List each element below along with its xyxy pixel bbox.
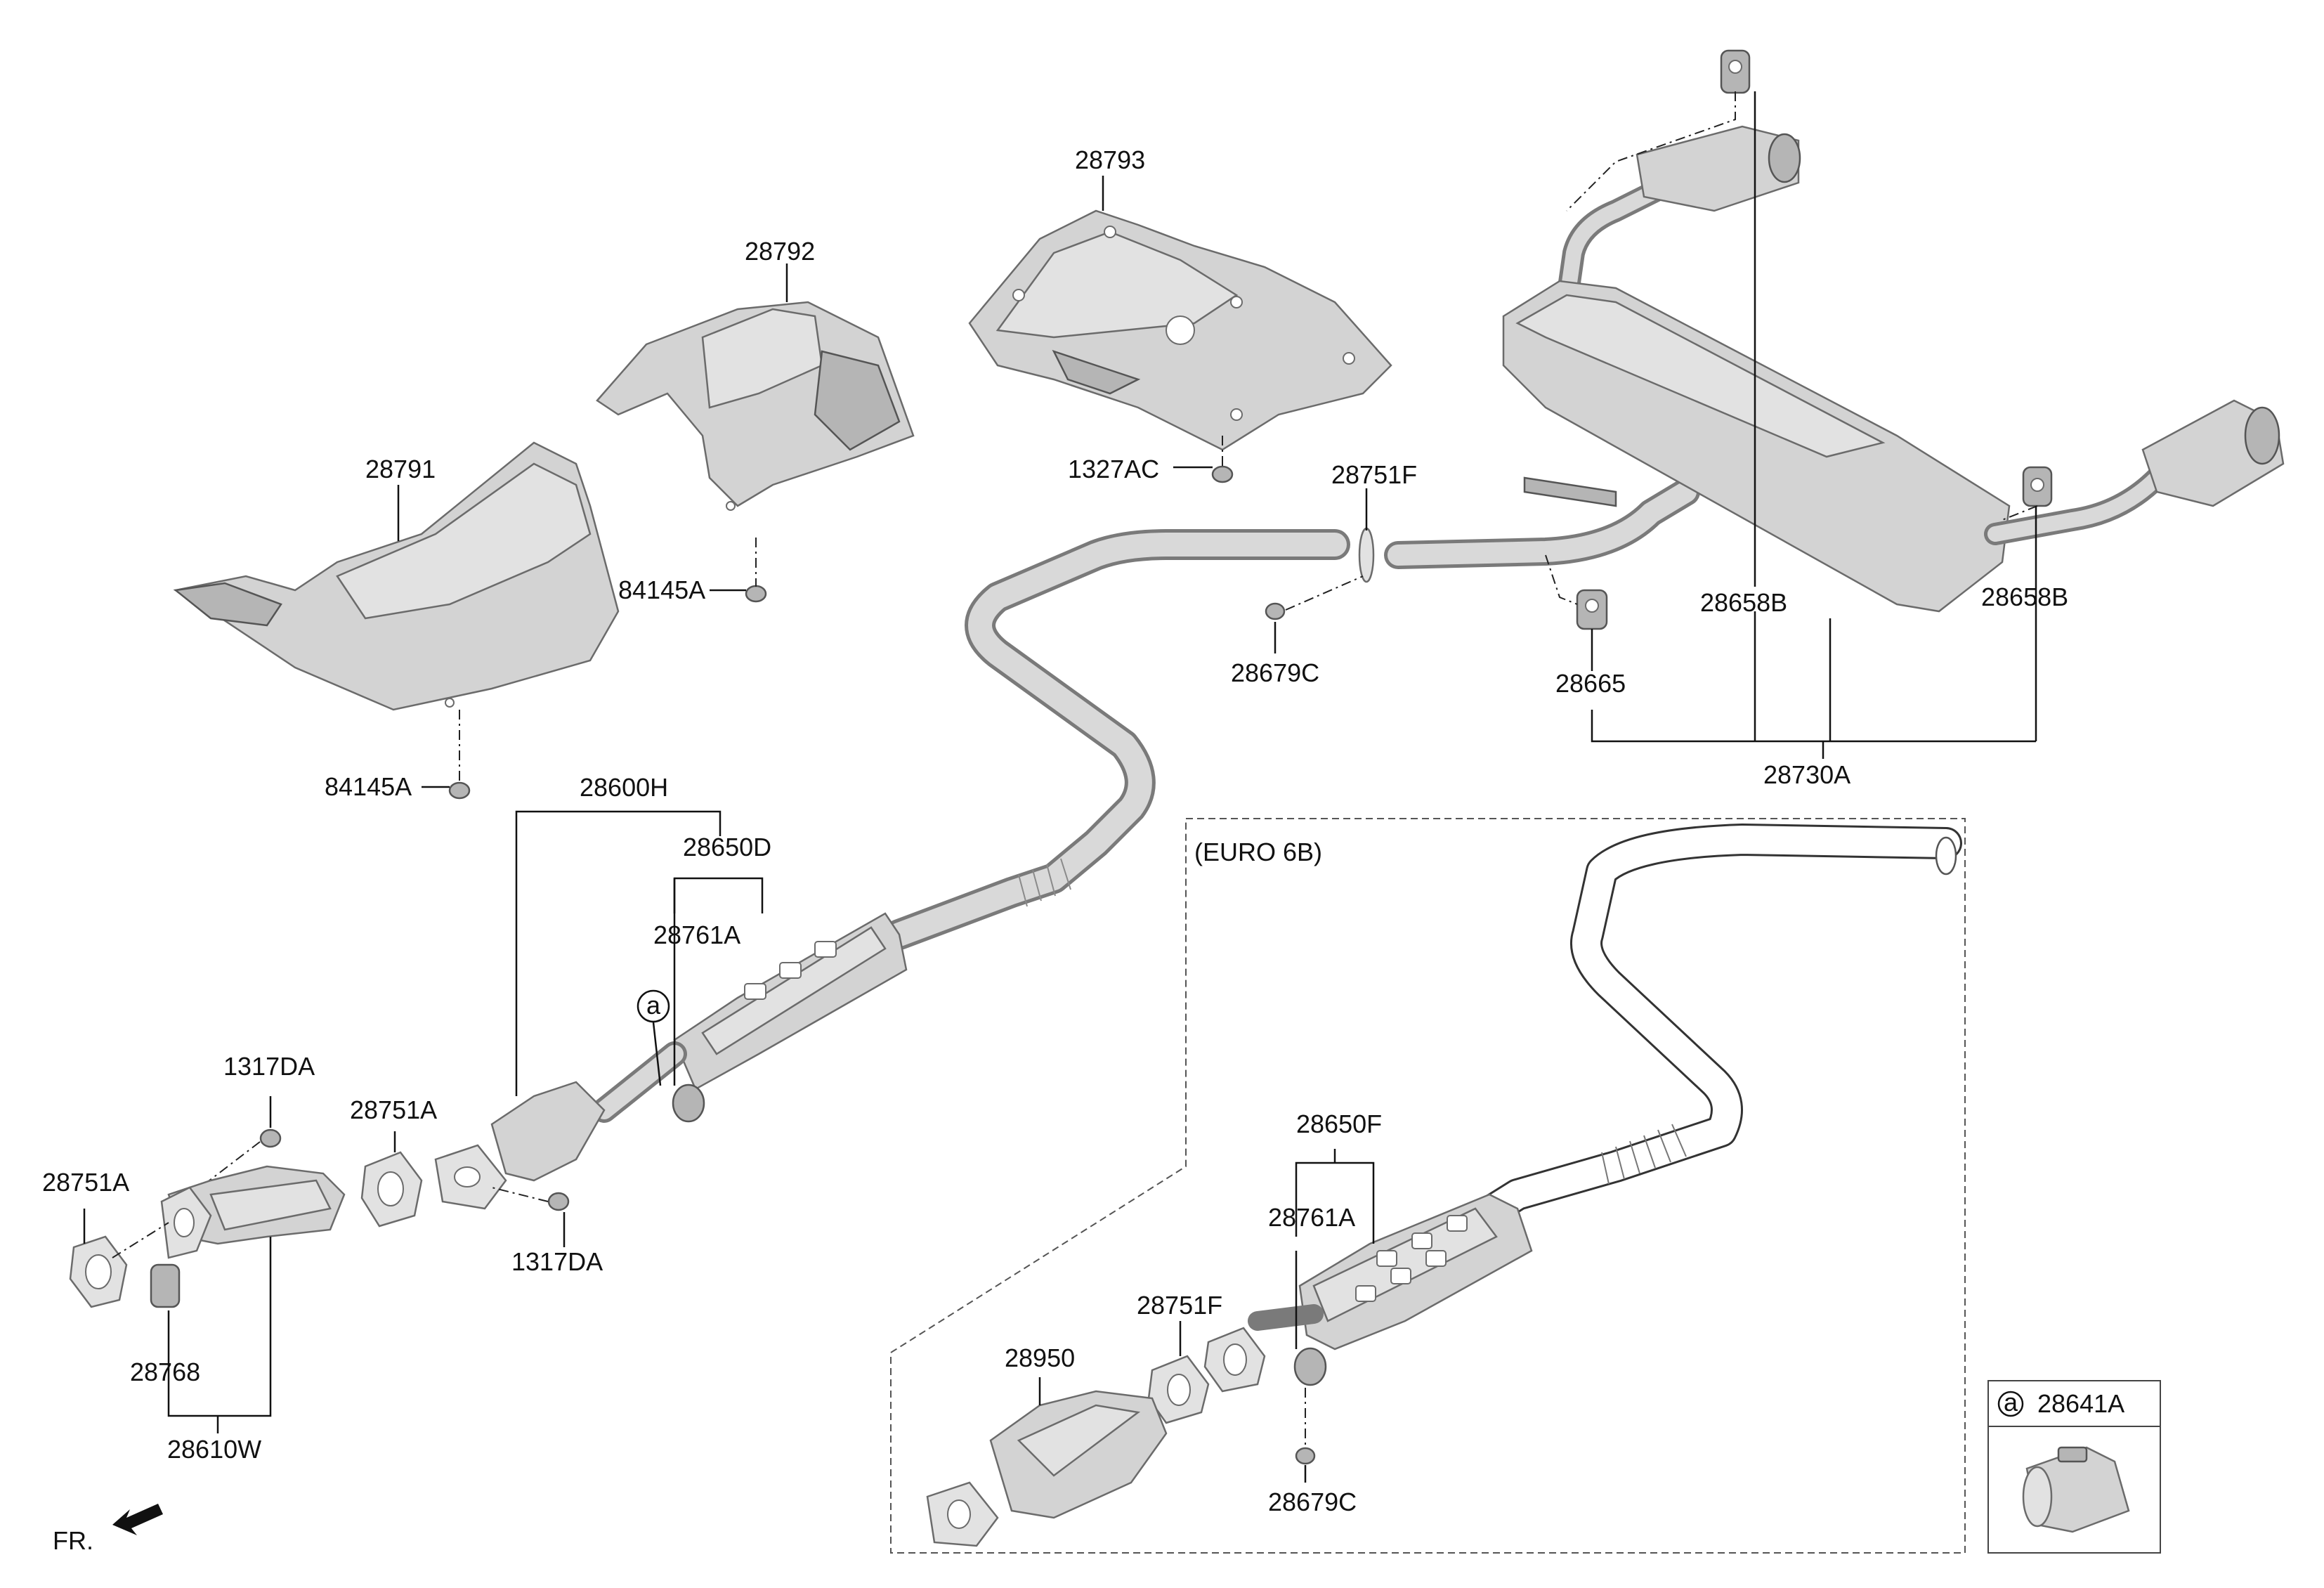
label-84145A-upper: 84145A: [618, 575, 705, 604]
leader-lines: [83, 91, 2037, 1483]
heat-shield-28793: [968, 209, 1392, 451]
euro-nut-28679C: [1295, 1447, 1316, 1465]
label-28761A-main: 28761A: [653, 920, 740, 949]
nut-84145A-lower: [448, 781, 471, 800]
hanger-28665: [1576, 589, 1608, 630]
label-28950: 28950: [1005, 1343, 1075, 1372]
label-84145A-lower: 84145A: [325, 772, 412, 801]
euro-catalytic-converter: [1203, 1193, 1533, 1393]
rear-pipe: [1384, 478, 1700, 569]
label-28751A-right: 28751A: [350, 1095, 437, 1124]
clamp-a-main: [637, 989, 705, 1123]
catalytic-converter-28600H: [434, 912, 908, 1210]
euro-front-converter-28950: [926, 1390, 1168, 1547]
label-28768: 28768: [130, 1358, 200, 1386]
gasket-28751A-left: [69, 1235, 128, 1308]
label-28650F: 28650F: [1296, 1109, 1382, 1138]
euro-pipe: [1445, 824, 1962, 1246]
center-exhaust-pipe: [884, 529, 1350, 950]
label-28650D: 28650D: [683, 833, 771, 861]
heat-shield-28792: [596, 301, 915, 511]
inset-28641A: [1987, 1380, 2161, 1554]
label-28751F-top: 28751F: [1331, 460, 1417, 489]
label-28793: 28793: [1075, 145, 1145, 174]
nut-28679C-top: [1265, 602, 1286, 620]
label-28791: 28791: [365, 455, 436, 483]
nut-1317DA-lower: [547, 1192, 570, 1211]
label-1327AC: 1327AC: [1068, 455, 1159, 483]
label-1317DA-upper: 1317DA: [223, 1052, 315, 1081]
label-28679C-euro: 28679C: [1268, 1488, 1357, 1516]
label-28792: 28792: [745, 237, 815, 266]
label-1317DA-lower: 1317DA: [511, 1247, 603, 1276]
nut-1327AC: [1211, 465, 1234, 483]
label-front-direction: FR.: [53, 1526, 93, 1555]
label-circle-a-main: a: [646, 991, 661, 1020]
label-28658B-right: 28658B: [1981, 583, 2068, 611]
euro-clamp: [1293, 1347, 1327, 1386]
label-28679C-top: 28679C: [1231, 658, 1319, 687]
label-circle-a-inset: a: [2004, 1388, 2018, 1417]
label-28665: 28665: [1555, 669, 1626, 698]
gasket-28751A-right: [360, 1151, 423, 1228]
front-pipe-28610W: [160, 1165, 346, 1259]
label-28730A: 28730A: [1763, 760, 1850, 789]
front-direction-arrow: [112, 1504, 163, 1535]
label-28751F-euro: 28751F: [1137, 1291, 1222, 1320]
part-labels: 28793 28792 28791 1327AC 84145A 84145A 2…: [42, 145, 2124, 1555]
label-28610W: 28610W: [167, 1435, 261, 1464]
label-28761A-euro: 28761A: [1268, 1203, 1355, 1232]
label-euro-6b: (EURO 6B): [1194, 838, 1322, 866]
hanger-28658B-right: [2022, 466, 2053, 507]
muffler-28730A: [1502, 125, 2285, 613]
euro-6b-region: [890, 818, 1966, 1554]
label-28658B-left: 28658B: [1700, 588, 1787, 617]
hanger-28658B-top: [1720, 49, 1751, 94]
label-28751A-left: 28751A: [42, 1168, 129, 1197]
nut-1317DA-upper: [259, 1128, 282, 1148]
euro-gasket-28751F: [1147, 1355, 1210, 1424]
hanger-28768: [150, 1263, 181, 1308]
nut-84145A-upper: [745, 585, 767, 603]
label-28641A: 28641A: [2037, 1389, 2124, 1418]
gasket-28751F-top: [1358, 527, 1375, 583]
heat-shield-28791: [173, 441, 620, 711]
label-28600H: 28600H: [580, 773, 668, 802]
